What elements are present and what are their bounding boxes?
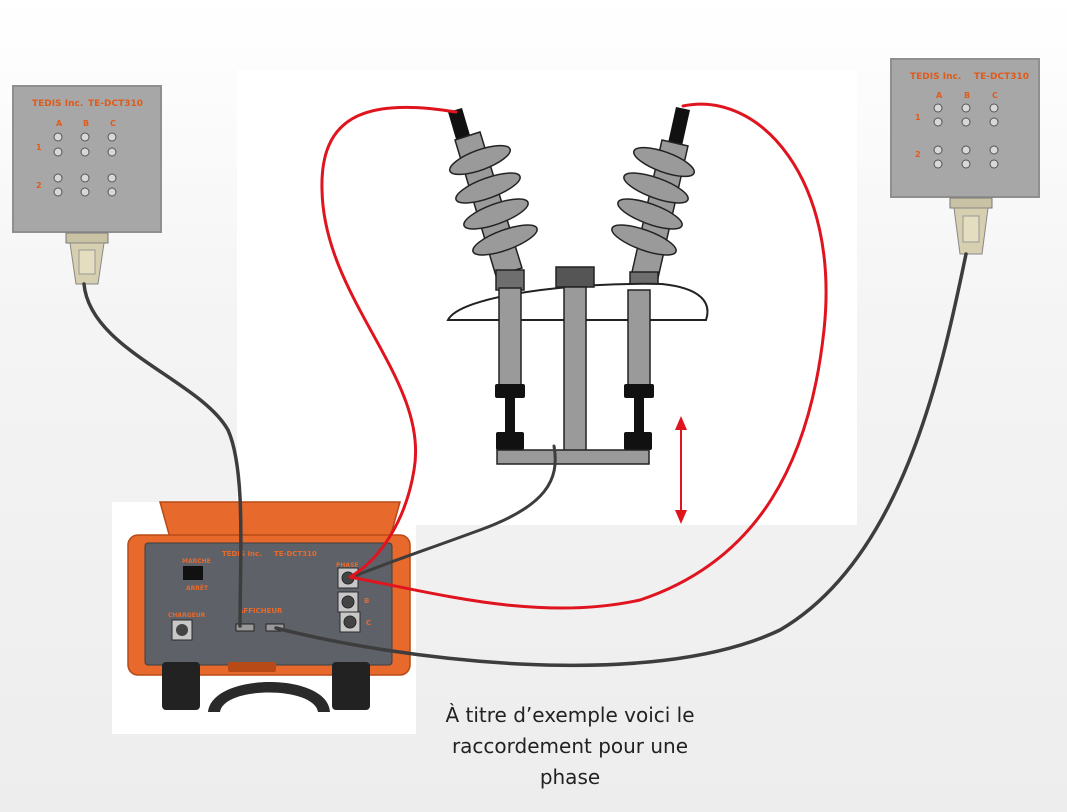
power-sub-label: ARRÊT (186, 584, 209, 592)
display-left-model: TE-DCT310 (88, 99, 143, 109)
charger-label: CHARGEUR (168, 612, 206, 619)
db9-connector-icon (65, 232, 109, 244)
left-latch (162, 662, 200, 710)
case-handle (208, 682, 330, 712)
display-left-brand: TEDIS Inc. (32, 99, 83, 109)
power-label: MARCHE (182, 558, 211, 565)
red-cable-right-bushing (348, 102, 828, 610)
red-cable-left-bushing (320, 105, 458, 579)
right-bushing (611, 107, 696, 293)
display-left-row-2: 2 (36, 181, 42, 190)
display-right-row-2: 2 (915, 150, 921, 159)
caption-line-3: phase (539, 765, 601, 789)
display-left-col-c: C (110, 119, 116, 128)
display-label: AFFICHEUR (238, 607, 283, 615)
motion-arrow-icon (675, 416, 687, 524)
display-left-row-1: 1 (36, 143, 42, 152)
display-right-col-c: C (992, 91, 998, 100)
phase-b-label: B (364, 597, 369, 605)
display-right-model: TE-DCT310 (974, 72, 1029, 82)
caption-line-2: raccordement pour une (451, 734, 689, 758)
power-switch (183, 566, 203, 580)
cables (82, 102, 968, 668)
grey-cable-left-display (82, 282, 243, 628)
grey-cable-right-display (274, 252, 968, 668)
display-left-col-b: B (83, 119, 89, 128)
display-unit-right: TEDIS Inc. TE-DCT310 A B C 1 2 (890, 58, 1040, 255)
diagram-caption: À titre d’exemple voici le raccordement … (400, 700, 740, 793)
right-latch (332, 662, 370, 710)
display-port-1-icon (235, 623, 255, 632)
display-right-col-a: A (936, 91, 943, 100)
display-left-col-a: A (56, 119, 63, 128)
display-right-col-b: B (964, 91, 970, 100)
phase-label: PHASE (336, 562, 358, 569)
caption-line-1: À titre d’exemple voici le (445, 703, 695, 727)
display-right-row-1: 1 (915, 113, 921, 122)
db9-connector-icon (949, 197, 993, 209)
console-model: TE-DCT310 (274, 550, 317, 558)
display-unit-left: TEDIS Inc. TE-DCT310 A B C 1 2 (12, 85, 162, 285)
grey-cable-breaker-contact (348, 444, 557, 580)
phase-c-label: C (366, 619, 371, 627)
circuit-breaker-drawing (446, 107, 709, 465)
test-console-case: TEDIS Inc. TE-DCT310 MARCHE ARRÊT PHASE … (127, 501, 411, 712)
left-bushing (448, 108, 538, 291)
display-right-brand: TEDIS Inc. (910, 72, 961, 82)
